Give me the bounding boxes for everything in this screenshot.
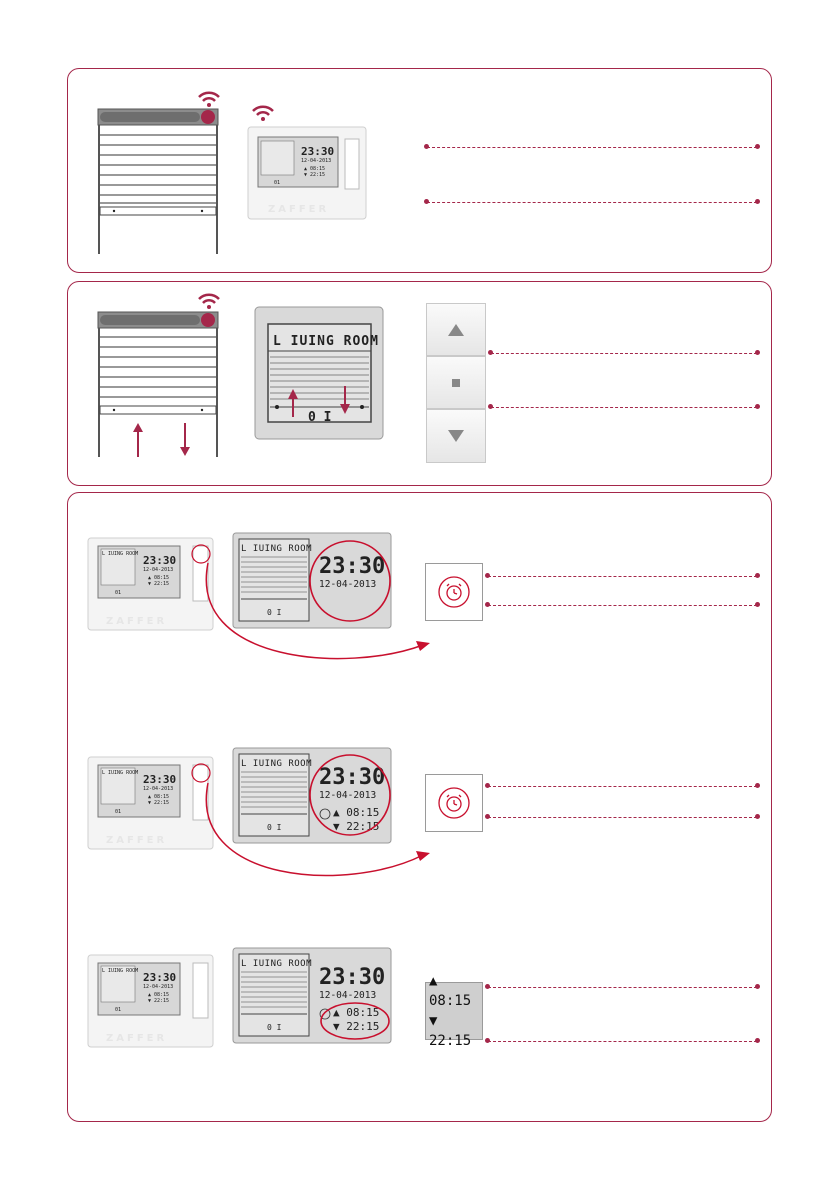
- svg-text:L IUING ROOM: L IUING ROOM: [241, 544, 312, 554]
- svg-text:L IUING ROOM: L IUING ROOM: [273, 334, 379, 349]
- svg-text:L IUING ROOM: L IUING ROOM: [102, 770, 138, 776]
- svg-text:▼ 22:15: ▼ 22:15: [333, 820, 379, 833]
- panel-manual-control: L IUING ROOM 0 I: [67, 281, 772, 486]
- svg-text:12-04-2013: 12-04-2013: [319, 790, 376, 801]
- arrow-up-icon: [448, 323, 464, 336]
- arrow-connector: [205, 782, 430, 877]
- svg-text:01: 01: [115, 809, 121, 815]
- svg-text:▲ 08:15: ▲ 08:15: [304, 166, 325, 172]
- remote-control-illustration: L IUING ROOM 23:30 12-04-2013 ▲ 08:15 ▼ …: [87, 756, 214, 850]
- svg-text:▲ 08:15: ▲ 08:15: [148, 575, 169, 581]
- panel-alarm-settings: L IUING ROOM 23:30 12-04-2013 ▲ 08:15 ▼ …: [67, 492, 772, 1122]
- leader-line: [485, 602, 760, 607]
- arrow-down-icon: [448, 430, 464, 442]
- svg-text:L IUING ROOM: L IUING ROOM: [102, 968, 138, 974]
- svg-text:23:30: 23:30: [319, 765, 385, 790]
- svg-text:12-04-2013: 12-04-2013: [301, 158, 331, 164]
- svg-text:12-04-2013: 12-04-2013: [319, 579, 376, 590]
- arrow-up-icon: [133, 423, 143, 457]
- up-button[interactable]: [426, 303, 486, 356]
- svg-text:▼ 22:15: ▼ 22:15: [148, 998, 169, 1004]
- leader-line: [485, 783, 760, 788]
- remote-control-illustration: 23:30 12-04-2013 ▲ 08:15 ▼ 22:15 01 ZAFF…: [247, 105, 367, 220]
- arrow-up-icon: [288, 389, 298, 417]
- svg-text:0 I: 0 I: [308, 410, 331, 425]
- svg-text:23:30: 23:30: [319, 554, 385, 579]
- svg-text:▼ 22:15: ▼ 22:15: [304, 172, 325, 178]
- lcd-zoom-display: L IUING ROOM 0 I: [254, 306, 384, 440]
- alarm-button-tile[interactable]: [425, 774, 483, 832]
- alarm-up-time: ▲ 08:15: [429, 973, 472, 1009]
- stop-icon: [452, 378, 460, 387]
- svg-text:0 I: 0 I: [267, 608, 282, 617]
- wifi-icon: [198, 293, 220, 309]
- svg-text:ZAFFER: ZAFFER: [106, 1033, 167, 1044]
- remote-control-illustration: L IUING ROOM 23:30 12-04-2013 ▲ 08:15 ▼ …: [87, 954, 214, 1048]
- arrow-connector: [205, 562, 430, 660]
- leader-line: [485, 814, 760, 819]
- arrow-down-icon: [180, 423, 190, 456]
- svg-text:01: 01: [115, 590, 121, 596]
- svg-text:12-04-2013: 12-04-2013: [319, 990, 376, 1001]
- svg-text:12-04-2013: 12-04-2013: [143, 786, 173, 792]
- lcd-zoom-display: L IUING ROOM 0 I 23:30 12-04-2013 ▲ 08:1…: [232, 747, 392, 844]
- alarm-clock-icon: [438, 576, 470, 608]
- panel-pairing: 23:30 12-04-2013 ▲ 08:15 ▼ 22:15 01 ZAFF…: [67, 68, 772, 273]
- svg-text:01: 01: [115, 1007, 121, 1013]
- svg-text:12-04-2013: 12-04-2013: [143, 984, 173, 990]
- leader-line: [485, 1038, 760, 1043]
- leader-line: [424, 199, 760, 204]
- svg-text:▲ 08:15: ▲ 08:15: [148, 794, 169, 800]
- alarm-button-tile[interactable]: [425, 563, 483, 621]
- stop-button[interactable]: [426, 356, 486, 409]
- lcd-zoom-display: L IUING ROOM 0 I 23:30 12-04-2013: [232, 532, 392, 629]
- svg-text:▼ 22:15: ▼ 22:15: [148, 581, 169, 587]
- alarm-down-time: ▼ 22:15: [429, 1013, 472, 1049]
- leader-line: [485, 984, 760, 989]
- svg-text:ZAFFER: ZAFFER: [268, 204, 329, 215]
- svg-text:ZAFFER: ZAFFER: [106, 616, 167, 627]
- wifi-icon: [198, 91, 220, 107]
- svg-text:▲ 08:15: ▲ 08:15: [333, 1006, 379, 1019]
- svg-text:23:30: 23:30: [301, 145, 334, 158]
- svg-text:L IUING ROOM: L IUING ROOM: [241, 959, 312, 969]
- svg-text:01: 01: [274, 180, 280, 186]
- svg-text:L IUING ROOM: L IUING ROOM: [102, 551, 138, 557]
- leader-line: [488, 350, 760, 355]
- leader-line: [485, 573, 760, 578]
- control-button-stack: [426, 303, 486, 463]
- roller-shutter-illustration: [97, 293, 220, 457]
- leader-line: [488, 404, 760, 409]
- leader-line: [424, 144, 760, 149]
- svg-text:12-04-2013: 12-04-2013: [143, 567, 173, 573]
- arrow-down-icon: [340, 386, 350, 414]
- lcd-zoom-display: L IUING ROOM 0 I 23:30 12-04-2013 ▲ 08:1…: [232, 947, 392, 1044]
- svg-text:23:30: 23:30: [143, 773, 176, 786]
- svg-text:23:30: 23:30: [143, 971, 176, 984]
- svg-text:23:30: 23:30: [143, 554, 176, 567]
- svg-text:0 I: 0 I: [267, 1023, 282, 1032]
- svg-text:L IUING ROOM: L IUING ROOM: [241, 759, 312, 769]
- roller-shutter-illustration: [97, 91, 220, 254]
- svg-text:23:30: 23:30: [319, 965, 385, 990]
- svg-text:ZAFFER: ZAFFER: [106, 835, 167, 846]
- remote-control-illustration: L IUING ROOM 23:30 12-04-2013 ▲ 08:15 ▼ …: [87, 537, 214, 631]
- svg-text:▲ 08:15: ▲ 08:15: [333, 806, 379, 819]
- svg-text:▼ 22:15: ▼ 22:15: [333, 1020, 379, 1033]
- down-button[interactable]: [426, 409, 486, 463]
- svg-text:▲ 08:15: ▲ 08:15: [148, 992, 169, 998]
- svg-text:▼ 22:15: ▼ 22:15: [148, 800, 169, 806]
- svg-text:0 I: 0 I: [267, 823, 282, 832]
- alarm-clock-icon: [438, 787, 470, 819]
- alarm-times-tile: ▲ 08:15 ▼ 22:15: [425, 973, 483, 1049]
- wifi-icon: [252, 105, 274, 121]
